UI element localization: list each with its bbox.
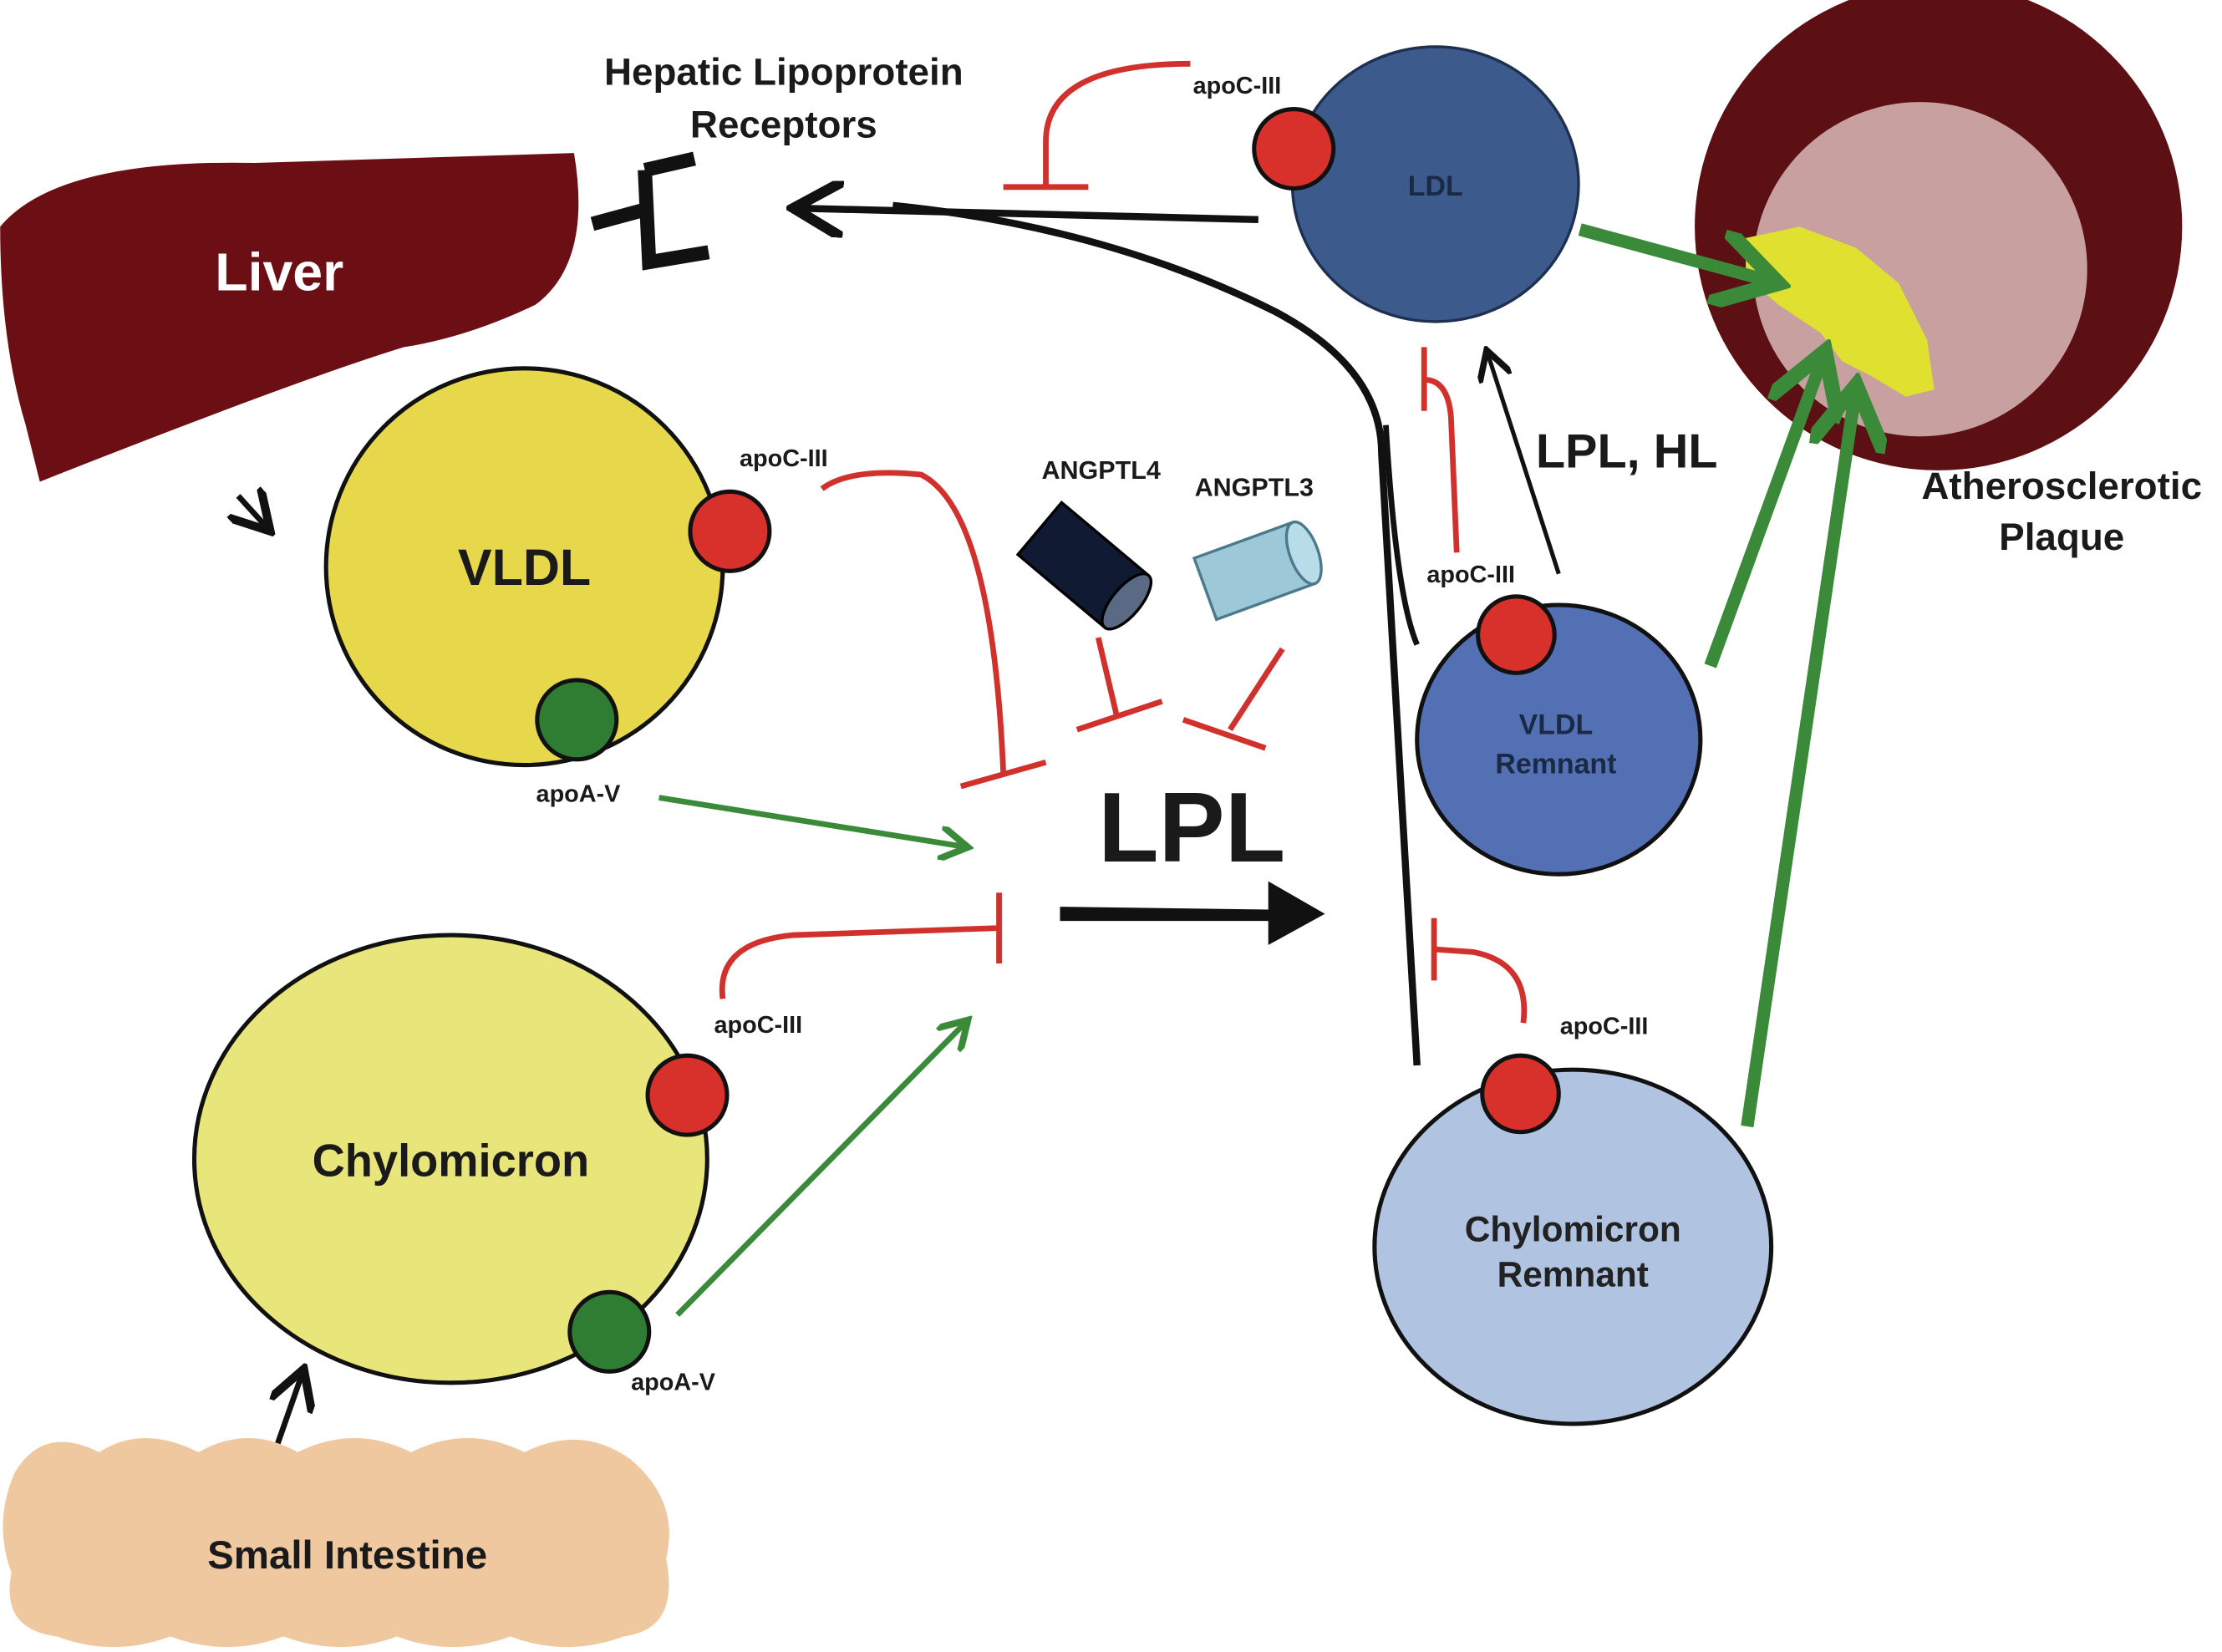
chylomicron-remnant-label: Chylomicron <box>1465 1209 1681 1248</box>
angptl4-icon <box>1015 500 1153 631</box>
vldl-apoa5-label: apoA-V <box>536 781 622 808</box>
vldl-apoa5-dot <box>535 678 619 762</box>
lpl-label: LPL <box>1098 773 1285 883</box>
plaque-label: Atherosclerotic <box>1921 465 2202 507</box>
vldl-remnant-apoc3-label: apoC-III <box>1426 562 1515 588</box>
chylo-remnant-to-plaque-arrow <box>1741 385 1857 1128</box>
angptl3-icon <box>1192 520 1323 622</box>
chylomicron-apoa5-label: apoA-V <box>631 1369 716 1395</box>
receptor-icon <box>590 151 710 271</box>
vldl-remnant-to-plaque-arrow <box>1704 351 1825 668</box>
plaque-core <box>1746 226 1935 397</box>
plaque-label-2: Plaque <box>1999 516 2124 558</box>
vldl-remnant-uptake-path <box>1383 424 1420 646</box>
liver-to-vldl-arrow <box>238 496 267 526</box>
chylomicron-remnant-apoc3-dot <box>1480 1053 1561 1135</box>
angptl3-inhibition <box>1182 647 1285 751</box>
ldl-apoc3-label: apoC-III <box>1193 73 1282 99</box>
lpl-hl-label: LPL, HL <box>1536 425 1718 479</box>
apoc3-vldl-remnant-inhibition <box>1421 347 1460 553</box>
small-intestine-shape <box>3 1437 669 1648</box>
chylomicron-remnant-apoc3-label: apoC-III <box>1560 1014 1649 1040</box>
chylomicron-apoa5-dot <box>567 1289 652 1374</box>
apoa5-vldl-activation-arrow <box>658 795 969 847</box>
vldl-remnant-label-2: Remnant <box>1495 749 1616 780</box>
vldl-label: VLDL <box>458 539 591 596</box>
hepatic-receptors-label-2: Receptors <box>690 103 877 145</box>
apoc3-chylo-inhibition <box>719 892 1002 999</box>
liver-label: Liver <box>215 242 343 302</box>
apoa5-chylo-activation-arrow <box>675 1020 969 1317</box>
hepatic-receptors-label: Hepatic Lipoprotein <box>604 51 964 94</box>
ldl-uptake-arrow <box>801 208 1258 220</box>
apoc3-vldl-inhibition <box>820 470 1047 790</box>
chylomicron-remnant-particle <box>1372 1067 1774 1426</box>
small-intestine-label: Small Intestine <box>207 1533 487 1578</box>
liver-shape <box>0 153 579 482</box>
angptl3-label: ANGPTL3 <box>1195 473 1314 501</box>
vldl-apoc3-dot <box>688 489 772 573</box>
vldl-remnant-label: VLDL <box>1519 709 1594 740</box>
chylomicron-apoc3-dot <box>645 1053 730 1137</box>
angptl4-inhibition <box>1075 637 1163 733</box>
ldl-label: LDL <box>1408 170 1463 202</box>
ldl-apoc3-dot <box>1252 107 1336 191</box>
chylomicron-label: Chylomicron <box>313 1136 590 1186</box>
vldl-remnant-particle <box>1415 602 1703 877</box>
chylomicron-apoc3-label: apoC-III <box>714 1012 802 1039</box>
remnant-uptake-path <box>892 201 1421 1066</box>
apoc3-ldl-inhibition <box>1003 60 1191 191</box>
lpl-big-arrow <box>1060 881 1325 945</box>
vldl-remnant-apoc3-dot <box>1476 594 1557 675</box>
apoc3-chylo-remnant-inhibition <box>1431 917 1528 1024</box>
ldl-to-plaque-arrow <box>1578 223 1778 283</box>
chylomicron-remnant-label-2: Remnant <box>1497 1255 1649 1294</box>
lpl-hl-arrow <box>1488 354 1561 575</box>
chylomicron-particle <box>191 933 709 1385</box>
vldl-apoc3-label: apoC-III <box>740 445 828 472</box>
angptl4-label: ANGPTL4 <box>1041 456 1160 485</box>
